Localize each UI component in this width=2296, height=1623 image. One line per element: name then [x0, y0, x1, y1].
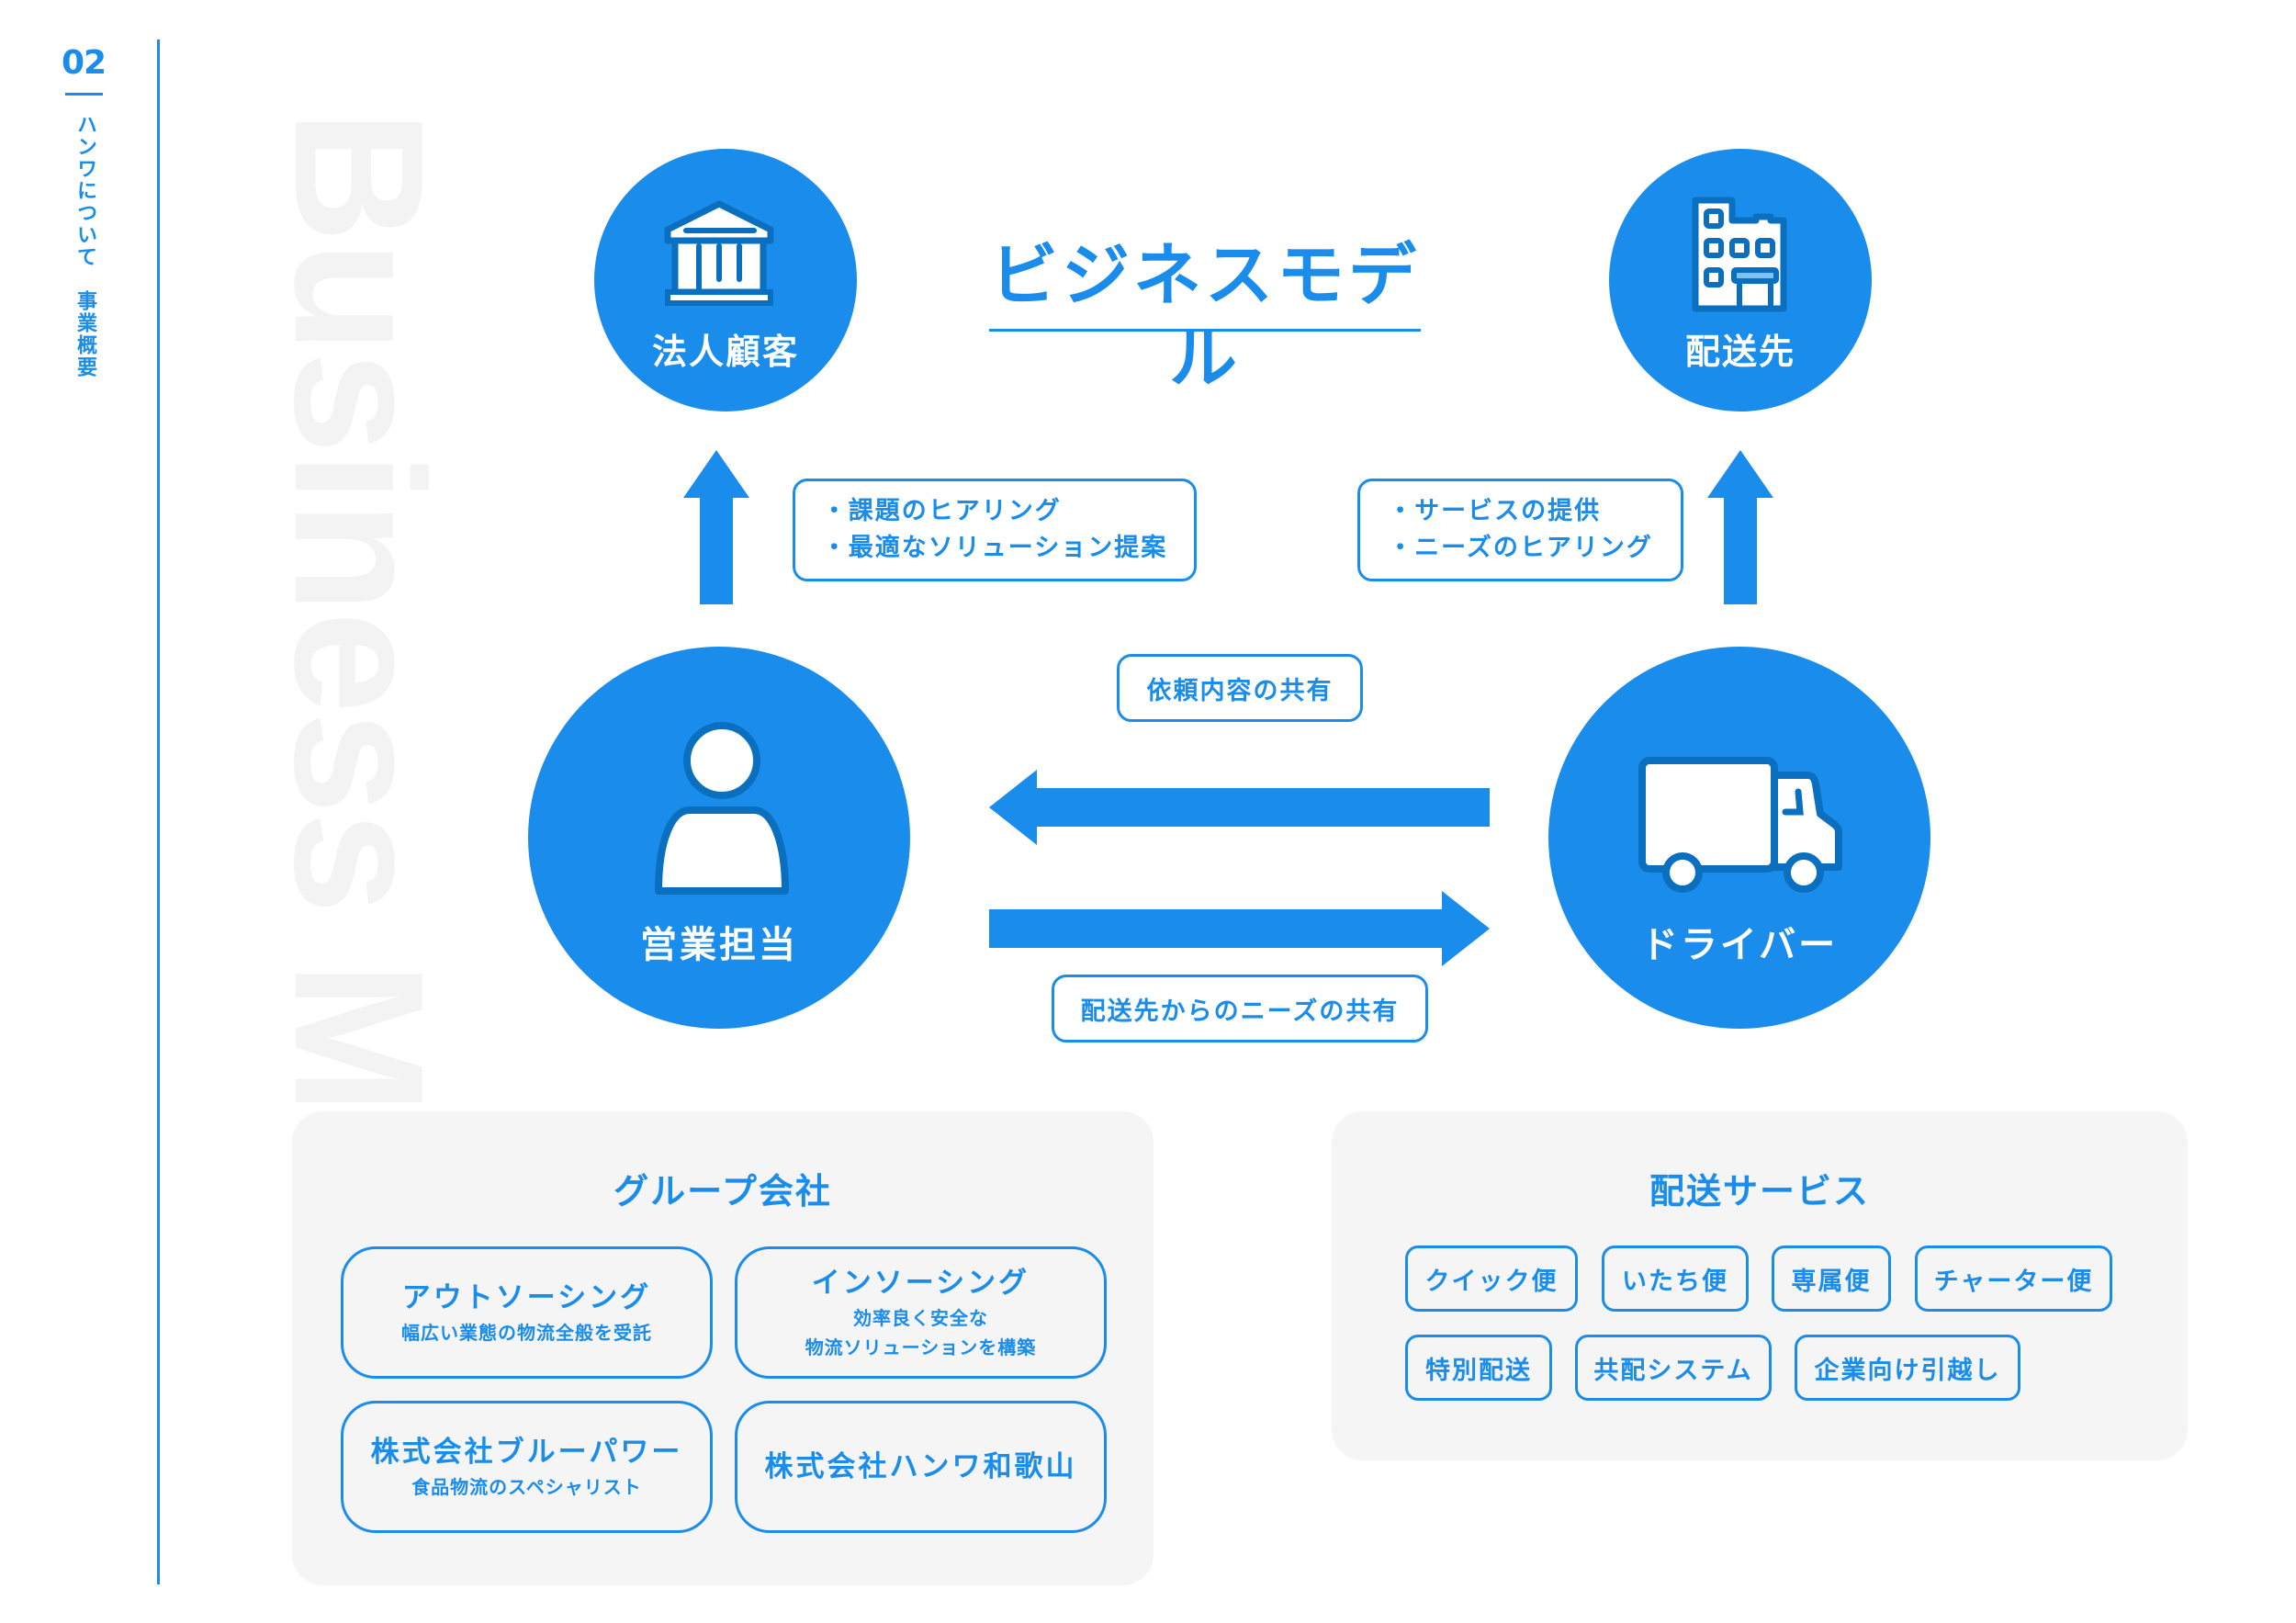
- delivery-services-panel: 配送サービス クイック便 いたち便 専属便 チャーター便 特別配送 共配システム…: [1332, 1111, 2188, 1460]
- node-label: ドライバー: [1640, 924, 1839, 966]
- note-item: ニーズのヒアリング: [1388, 530, 1653, 567]
- card-subtitle-line: 効率良く安全な: [853, 1307, 988, 1329]
- arrow-right-to-driver: [989, 891, 1490, 966]
- note-text: 依頼内容の共有: [1146, 676, 1334, 705]
- office-building-icon: [1692, 197, 1787, 312]
- node-label: 法人顧客: [651, 332, 799, 372]
- group-card-blue-power: 株式会社ブルーパワー 食品物流のスペシャリスト: [341, 1401, 713, 1533]
- node-label: 営業担当: [640, 924, 798, 966]
- card-subtitle: 幅広い業態の物流全般を受託: [401, 1322, 652, 1344]
- note-item: 課題のヒアリング: [822, 493, 1167, 530]
- card-subtitle: 食品物流のスペシャリスト: [411, 1476, 642, 1498]
- arrow-up-to-destination: [1707, 450, 1773, 604]
- person-icon: [653, 722, 791, 896]
- node-label: 配送先: [1684, 332, 1795, 372]
- section-number: 02: [61, 44, 107, 82]
- service-chip: 特別配送: [1405, 1335, 1552, 1401]
- section-label: ハンワについて 事業概要: [73, 114, 96, 378]
- service-chip: 共配システム: [1575, 1335, 1772, 1401]
- card-title: アウトソーシング: [401, 1281, 652, 1314]
- service-chip: いたち便: [1602, 1245, 1749, 1312]
- page-title: ビジネスモデル: [990, 236, 1420, 398]
- service-chip: 企業向け引越し: [1795, 1335, 2020, 1401]
- truck-icon: [1638, 757, 1842, 895]
- card-subtitle-line: 物流ソリューションを構築: [805, 1336, 1037, 1358]
- group-card-hanwa-wakayama: 株式会社ハンワ和歌山: [735, 1401, 1107, 1533]
- note-driver-to-destination: サービスの提供 ニーズのヒアリング: [1357, 479, 1683, 581]
- card-title: インソーシング: [811, 1267, 1030, 1300]
- service-chip: 専属便: [1772, 1245, 1891, 1312]
- note-sales-to-client: 課題のヒアリング 最適なソリューション提案: [793, 479, 1197, 581]
- service-chip: チャーター便: [1915, 1245, 2112, 1312]
- note-item: サービスの提供: [1388, 493, 1653, 530]
- node-driver: ドライバー: [1548, 647, 1930, 1029]
- group-card-outsourcing: アウトソーシング 幅広い業態の物流全般を受託: [341, 1246, 713, 1379]
- sidebar-rule: [157, 39, 160, 1584]
- panel-title: 配送サービス: [1649, 1171, 1870, 1212]
- arrow-left-to-sales: [989, 770, 1490, 845]
- note-driver-to-sales: 依頼内容の共有: [1117, 654, 1363, 722]
- node-sales-rep: 営業担当: [528, 647, 910, 1029]
- card-title: 株式会社ブルーパワー: [370, 1436, 683, 1469]
- card-title: 株式会社ハンワ和歌山: [764, 1450, 1077, 1483]
- group-companies-panel: グループ会社 アウトソーシング 幅広い業態の物流全般を受託 インソーシング 効率…: [292, 1111, 1154, 1585]
- title-underline: [989, 329, 1421, 332]
- arrow-up-to-client: [683, 450, 749, 604]
- note-item: 最適なソリューション提案: [822, 530, 1167, 567]
- service-chip: クイック便: [1405, 1245, 1578, 1312]
- node-destination: 配送先: [1609, 149, 1872, 411]
- bank-building-icon: [662, 200, 776, 307]
- node-corporate-client: 法人顧客: [594, 149, 857, 411]
- section-divider: [65, 93, 103, 96]
- note-text: 配送先からのニーズの共有: [1080, 997, 1400, 1026]
- note-sales-to-driver: 配送先からのニーズの共有: [1052, 975, 1428, 1043]
- panel-title: グループ会社: [613, 1171, 832, 1212]
- group-card-insourcing: インソーシング 効率良く安全な 物流ソリューションを構築: [735, 1246, 1107, 1379]
